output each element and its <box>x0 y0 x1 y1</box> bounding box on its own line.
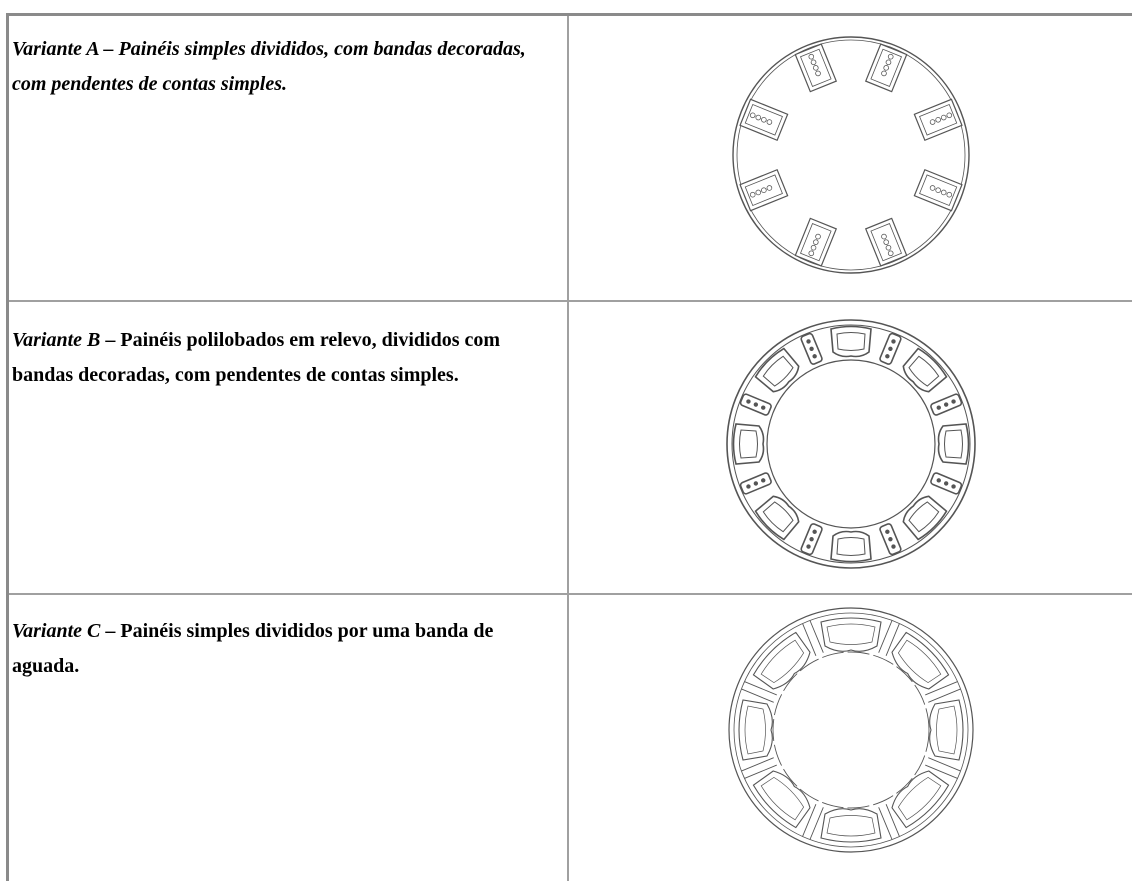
column-divider <box>567 595 569 881</box>
variant-b-text: Painéis polilobados em relevo, divididos… <box>12 329 501 386</box>
variant-a-figure <box>718 33 984 277</box>
round-lamp-plan-variant-a-icon <box>732 36 970 274</box>
variant-a-text: Painéis simples divididos, com bandas de… <box>12 38 526 95</box>
variant-c-dash: – <box>100 620 121 642</box>
variant-b-dash: – <box>100 329 121 351</box>
variant-c-figure <box>718 604 984 856</box>
row-divider <box>9 593 1132 595</box>
table-top-border <box>6 13 1132 16</box>
variant-b-figure <box>718 316 984 572</box>
variant-a-description: Variante A – Painéis simples divididos, … <box>12 32 552 102</box>
variant-a-label: Variante A <box>12 38 99 60</box>
variant-b-description: Variante B – Painéis polilobados em rele… <box>12 323 552 393</box>
column-divider <box>567 302 569 593</box>
column-divider <box>567 16 569 300</box>
variant-c-label: Variante C <box>12 620 101 642</box>
row-divider <box>9 300 1132 302</box>
variant-a-dash: – <box>98 38 119 60</box>
table-left-border <box>6 13 9 881</box>
variant-b-label: Variante B <box>12 329 101 351</box>
variant-c-description: Variante C – Painéis simples divididos p… <box>12 614 552 684</box>
variant-c-text: Painéis simples divididos por uma banda … <box>12 620 494 677</box>
round-lamp-plan-variant-b-icon <box>726 319 976 569</box>
round-lamp-plan-variant-c-icon <box>728 607 974 853</box>
